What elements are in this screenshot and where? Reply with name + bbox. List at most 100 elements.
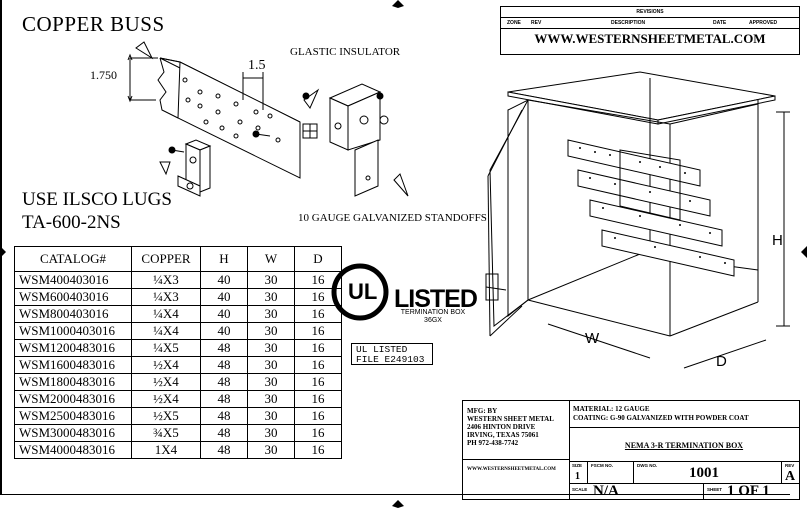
ul-file-line2: FILE E249103 [356, 354, 425, 365]
mfg-info: MFG: BY WESTERN SHEET METAL 2406 HINTON … [467, 407, 554, 447]
h-cell: 40 [200, 322, 248, 340]
d-cell: 16 [294, 407, 342, 425]
copper-cell: ¾X5 [131, 424, 201, 442]
h-cell: 48 [200, 356, 248, 374]
title-block: MFG: BY WESTERN SHEET METAL 2406 HINTON … [462, 400, 800, 500]
scale-value: N/A [593, 483, 619, 499]
ul-file-line1: UL LISTED [356, 344, 408, 355]
mfg-line: IRVING, TEXAS 75061 [467, 431, 539, 439]
w-cell: 30 [247, 407, 295, 425]
rev-col-rev: REV [531, 20, 542, 26]
d-cell: 16 [294, 356, 342, 374]
rev-col-approved: APPROVED [749, 20, 778, 26]
material-info: MATERIAL: 12 GAUGE COATING: G-90 GALVANI… [573, 405, 749, 423]
scale-label: SCALE [572, 487, 588, 492]
revision-block: REVISIONS ZONE REV DESCRIPTION DATE APPR… [500, 6, 800, 55]
ilsco-lug [177, 139, 212, 197]
reg-mark-bottom [392, 500, 404, 508]
dwg-label: DWG NO. [637, 463, 658, 468]
dim-w-label: W [585, 330, 600, 347]
w-cell: 30 [247, 424, 295, 442]
lugs-line1: USE ILSCO LUGS [22, 189, 172, 210]
col-catalog: CATALOG# [14, 246, 132, 272]
catalog-number-cell: WSM1600483016 [14, 356, 132, 374]
col-w: W [247, 246, 295, 272]
rev-label: REV [785, 463, 795, 468]
d-cell: 16 [294, 288, 342, 306]
lugs-note: USE ILSCO LUGS TA-600-2NS [22, 188, 172, 234]
catalog-number-cell: WSM4000483016 [14, 441, 132, 459]
standoff-arrow [393, 173, 409, 197]
standoffs-label: 10 GAUGE GALVANIZED STANDOFFS [298, 212, 487, 224]
copper-buss-title: COPPER BUSS [22, 12, 165, 36]
d-cell: 16 [294, 390, 342, 408]
size-value: 1 [575, 471, 580, 482]
catalog-number-cell: WSM600403016 [14, 288, 132, 306]
revisions-columns: ZONE REV DESCRIPTION DATE APPROVED [501, 18, 799, 29]
rev-col-date: DATE [713, 20, 727, 26]
w-cell: 30 [247, 305, 295, 323]
d-cell: 16 [294, 424, 342, 442]
col-h: H [200, 246, 248, 272]
copper-cell: ½X4 [131, 390, 201, 408]
material-line: MATERIAL: 12 GAUGE [573, 405, 650, 413]
mfg-line: PH 972-438-7742 [467, 439, 519, 447]
d-cell: 16 [294, 339, 342, 357]
d-cell: 16 [294, 305, 342, 323]
size-label: SIZE [572, 463, 583, 468]
h-cell: 40 [200, 271, 248, 289]
ul-subtext-line2: 36GX [424, 317, 442, 324]
standoff-bracket [328, 83, 389, 197]
h-cell: 40 [200, 305, 248, 323]
insulator-arrow [303, 88, 320, 109]
catalog-number-cell: WSM1200483016 [14, 339, 132, 357]
catalog-number-cell: WSM2000483016 [14, 390, 132, 408]
catalog-number-cell: WSM1000403016 [14, 322, 132, 340]
h-cell: 48 [200, 390, 248, 408]
mfg-line: WESTERN SHEET METAL [467, 415, 554, 423]
copper-cell: ¼X5 [131, 339, 201, 357]
dim-h-label: H [772, 232, 783, 249]
copper-cell: 1X4 [131, 441, 201, 459]
h-cell: 48 [200, 373, 248, 391]
d-cell: 16 [294, 441, 342, 459]
w-cell: 30 [247, 339, 295, 357]
h-cell: 48 [200, 339, 248, 357]
w-cell: 30 [247, 288, 295, 306]
coating-line: COATING: G-90 GALVANIZED WITH POWDER COA… [573, 414, 749, 422]
d-cell: 16 [294, 271, 342, 289]
lug-arrow [159, 161, 171, 176]
copper-cell: ¼X4 [131, 305, 201, 323]
dim-spacing-label: 1.5 [248, 58, 266, 73]
reg-mark-left [0, 246, 6, 258]
dim-height-label: 1.750 [90, 68, 117, 82]
rev-col-description: DESCRIPTION [611, 20, 646, 26]
box-name: NEMA 3-R TERMINATION BOX [624, 441, 744, 450]
mfg-line: MFG: BY [467, 407, 498, 415]
revisions-title: REVISIONS [501, 7, 799, 18]
h-cell: 48 [200, 424, 248, 442]
ul-subtext-line1: TERMINATION BOX [400, 309, 466, 316]
copper-cell: ¼X3 [131, 288, 201, 306]
d-cell: 16 [294, 373, 342, 391]
rev-col-zone: ZONE [507, 20, 521, 26]
ul-subtext: TERMINATION BOX 36GX [398, 309, 468, 325]
col-d: D [294, 246, 342, 272]
dwg-value: 1001 [689, 465, 719, 481]
sheet-value: 1 OF 1 [727, 483, 770, 499]
w-cell: 30 [247, 441, 295, 459]
mfg-line: 2406 HINTON DRIVE [467, 423, 536, 431]
